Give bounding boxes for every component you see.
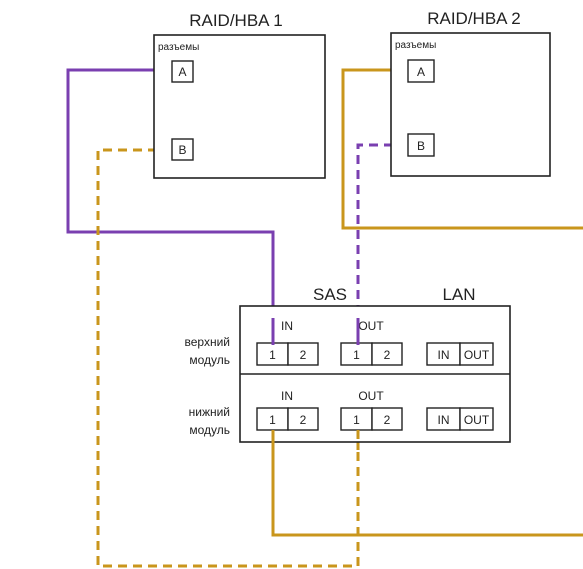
hba2-group: RAID/HBA 2 разъемы A B [390,9,551,177]
upper-lan-in-label: IN [438,348,450,362]
hba1-connectors-label: разъемы [158,42,199,53]
hba2-port-b-label: B [417,139,425,153]
lower-out-label: OUT [358,389,384,403]
sas-header: SAS [313,285,347,304]
upper-module-label-1: верхний [185,335,231,349]
hba2-connectors-label: разъемы [395,40,436,51]
upper-sas-out-port-1-label: 1 [353,348,360,362]
upper-sas-out-port-2-label: 2 [384,348,391,362]
lower-in-label: IN [281,389,293,403]
hba1-port-b [171,138,194,161]
upper-in-label: IN [281,319,293,333]
lower-lan-out-port [459,407,494,431]
upper-lan-out-port [459,342,494,366]
hba2-port-a [407,59,435,83]
cable-hba1-b-to-lower-out [96,148,360,568]
lan-header: LAN [442,285,475,304]
lower-sas-in-port-2-label: 2 [300,413,307,427]
lower-sas-out-port-2-label: 2 [384,413,391,427]
hba1-title: RAID/HBA 1 [189,11,283,30]
disk-shelf: SAS LAN верхний модуль IN OUT 1 2 1 2 IN… [185,285,511,443]
cable-hba2-a-to-right [341,68,583,230]
lower-sas-out-port-1-label: 1 [353,413,360,427]
lower-sas-out-port-2 [371,407,403,431]
upper-sas-in-port-2-label: 2 [300,348,307,362]
lower-module-label-1: нижний [189,405,230,419]
cable-hba1-a-to-upper-in [66,68,275,343]
upper-sas-out-port-2 [371,342,403,366]
hba1-port-a-label: A [178,65,186,79]
hba2-port-a-label: A [417,65,425,79]
hba1-group: RAID/HBA 1 разъемы A B [153,11,326,179]
upper-out-label: OUT [358,319,384,333]
hba2-title: RAID/HBA 2 [427,9,521,28]
lower-sas-in-port-2 [287,407,319,431]
lower-lan-out-label: OUT [464,413,490,427]
lower-module-label-2: модуль [189,423,230,437]
hba1-port-a [171,60,194,83]
upper-sas-in-port-2 [287,342,319,366]
hba1-port-b-label: B [178,143,186,157]
hba2-port-b [407,133,435,157]
lower-lan-in-label: IN [438,413,450,427]
lower-module: нижний модуль IN OUT 1 2 1 2 IN OUT [189,389,494,437]
upper-lan-out-label: OUT [464,348,490,362]
cable-lower-in-to-right [271,430,583,537]
upper-sas-in-port-1-label: 1 [269,348,276,362]
lower-sas-in-port-1-label: 1 [269,413,276,427]
upper-module-label-2: модуль [189,353,230,367]
